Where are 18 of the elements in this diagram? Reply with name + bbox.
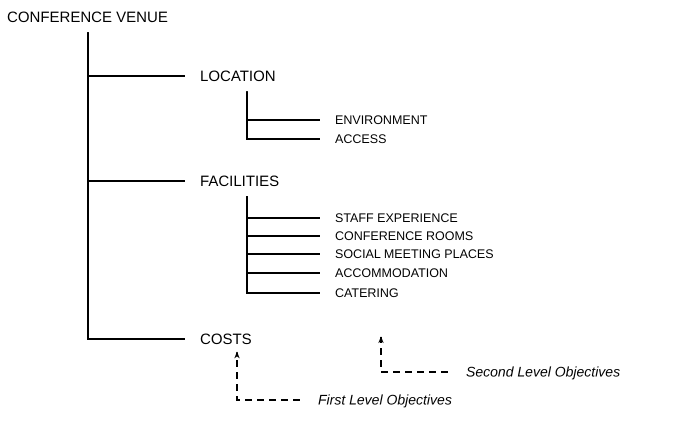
leaf-label: ENVIRONMENT	[335, 114, 428, 128]
annotation-text: Second Level Objectives	[466, 364, 620, 380]
branch-label: FACILITIES	[200, 174, 280, 190]
leaf-label: ACCOMMODATION	[335, 267, 448, 281]
leader-line	[234, 352, 300, 401]
leader-line	[378, 336, 448, 373]
annotation-text: First Level Objectives	[318, 392, 452, 408]
leaf-label: SOCIAL MEETING PLACES	[335, 248, 494, 262]
leaf-label: STAFF EXPERIENCE	[335, 212, 458, 226]
branch-label: LOCATION	[200, 68, 276, 86]
branch-label: COSTS	[200, 332, 252, 348]
leaf-label: ACCESS	[335, 133, 386, 147]
tree-connector	[246, 91, 320, 140]
tree-connector	[246, 196, 320, 294]
tree-connector	[87, 32, 185, 340]
root-label: CONFERENCE VENUE	[7, 10, 168, 26]
leaf-label: CONFERENCE ROOMS	[335, 230, 474, 244]
leaf-label: CATERING	[335, 287, 399, 301]
